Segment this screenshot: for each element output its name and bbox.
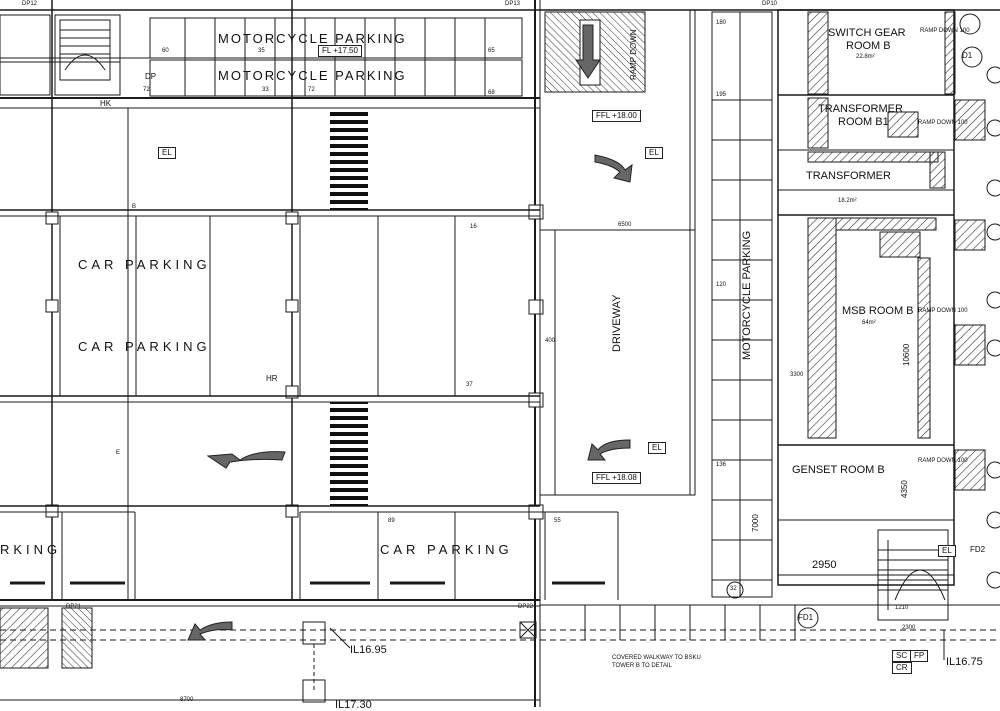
el-tag-1: EL <box>158 147 176 159</box>
e-mark: E <box>116 450 121 456</box>
b-mark: B <box>132 204 137 210</box>
bay-number-16: 16 <box>470 224 477 230</box>
dp22-tag: DP22 <box>518 604 534 610</box>
motorcycle-parking-label-2: MOTORCYCLE PARKING <box>218 68 407 83</box>
ramp-down-note-4: RAMP DOWN 100 <box>918 458 968 464</box>
grid-ref-32: 32 <box>730 586 737 592</box>
hk-tag: HK <box>100 99 112 108</box>
pedestrian-crossing-bottom <box>330 402 368 506</box>
floor-level-tag: FL +17.50 <box>318 45 362 57</box>
bay-number-195: 195 <box>716 92 727 98</box>
dimension-2950: 2950 <box>812 559 837 571</box>
ramp-down-label: RAMP DOWN <box>629 29 638 80</box>
car-parking-label-bottom: CAR PARKING <box>380 542 513 557</box>
covered-walkway-note-2: TOWER B TO DETAIL <box>612 663 672 669</box>
dimension-1210: 1210 <box>895 605 909 611</box>
el-tag-2: EL <box>645 147 663 159</box>
covered-walkway-note-1: COVERED WALKWAY TO BSKU <box>612 655 701 661</box>
dimension-7000: 7000 <box>751 514 760 532</box>
ramp-down-note-3: RAMP DOWN 100 <box>918 308 968 314</box>
bay-number-35: 35 <box>258 48 265 54</box>
ffl-tag-bottom: FFL +18.08 <box>592 472 641 484</box>
bay-number-136: 136 <box>716 462 727 468</box>
switch-gear-room-label-2: ROOM B <box>846 40 891 52</box>
ramp-down-arrow <box>575 24 601 79</box>
transformer-b2-area: 18.2m² <box>838 198 857 204</box>
bay-number-72: 72 <box>308 87 315 93</box>
switch-gear-room-label: SWITCH GEAR <box>828 27 906 39</box>
bay-number-33: 33 <box>262 87 269 93</box>
bay-number-65: 65 <box>488 48 495 54</box>
bay-number-60: 60 <box>162 48 169 54</box>
bay-number-89: 89 <box>388 518 395 524</box>
bay-number-72b: 72 <box>143 87 150 93</box>
dp10-tag: DP10 <box>762 1 778 7</box>
ramp-down-note-2: RAMP DOWN 100 <box>918 120 968 126</box>
dp-tag: DP <box>145 72 157 81</box>
bay-number-55: 55 <box>554 518 561 524</box>
invert-level-1675: IL16.75 <box>946 656 983 668</box>
transformer-b1-label-2: ROOM B1 <box>838 116 889 128</box>
invert-level-1695: IL16.95 <box>350 644 387 656</box>
el-tag-4: EL <box>938 545 956 557</box>
car-parking-label-left: RKING <box>0 542 62 557</box>
dimension-10600: 10600 <box>902 343 911 366</box>
dimension-8700: 8700 <box>180 697 194 703</box>
msb-room-label: MSB ROOM B <box>842 305 914 317</box>
dimension-4350: 4350 <box>900 480 909 498</box>
ramp-down-note-1: RAMP DOWN 100 <box>920 28 970 34</box>
transformer-b2-label: TRANSFORMER <box>806 170 891 182</box>
bay-number-180: 180 <box>716 20 727 26</box>
dp21-tag: DP21 <box>66 604 82 610</box>
invert-level-1730: IL17.30 <box>335 699 372 711</box>
el-tag-3: EL <box>648 442 666 454</box>
dp12-tag: DP12 <box>22 1 38 7</box>
bay-number-37: 37 <box>466 382 473 388</box>
ffl-tag-top: FFL +18.00 <box>592 110 641 122</box>
fp-tag: FP <box>910 650 929 662</box>
traffic-arrow-bottom-left <box>187 621 233 641</box>
dimension-6500: 6500 <box>618 222 632 228</box>
sc-tag: SC <box>892 650 912 662</box>
grid-ref-d2: FD2 <box>970 545 986 554</box>
dimension-400: 400 <box>545 338 556 344</box>
bay-number-120: 120 <box>716 282 727 288</box>
car-parking-label-1: CAR PARKING <box>78 257 211 272</box>
msb-room-area: 64m² <box>862 320 876 326</box>
hose-reel-tag: HR <box>266 374 278 383</box>
dp13-tag: DP13 <box>505 1 521 7</box>
dimension-2300: 2300 <box>902 625 916 631</box>
grid-ref-d1: D1 <box>962 51 973 60</box>
bay-number-68: 68 <box>488 90 495 96</box>
switch-gear-area: 22.8m² <box>856 54 875 60</box>
driveway-label: DRIVEWAY <box>611 294 623 352</box>
motorcycle-parking-vertical-label: MOTORCYCLE PARKING <box>741 230 753 360</box>
pedestrian-crossing-top <box>330 110 368 210</box>
grid-ref-fd1: FD1 <box>798 613 814 622</box>
dimension-3300: 3300 <box>790 372 804 378</box>
cr-tag: CR <box>892 662 912 674</box>
traffic-arrow-top-right <box>594 154 633 183</box>
traffic-arrow-bottom-right <box>587 439 631 461</box>
car-parking-label-2: CAR PARKING <box>78 339 211 354</box>
genset-room-label: GENSET ROOM B <box>792 464 885 476</box>
motorcycle-parking-label-1: MOTORCYCLE PARKING <box>218 31 407 46</box>
traffic-arrow-middle-left <box>206 451 286 469</box>
transformer-b1-label: TRANSFORMER <box>818 103 903 115</box>
